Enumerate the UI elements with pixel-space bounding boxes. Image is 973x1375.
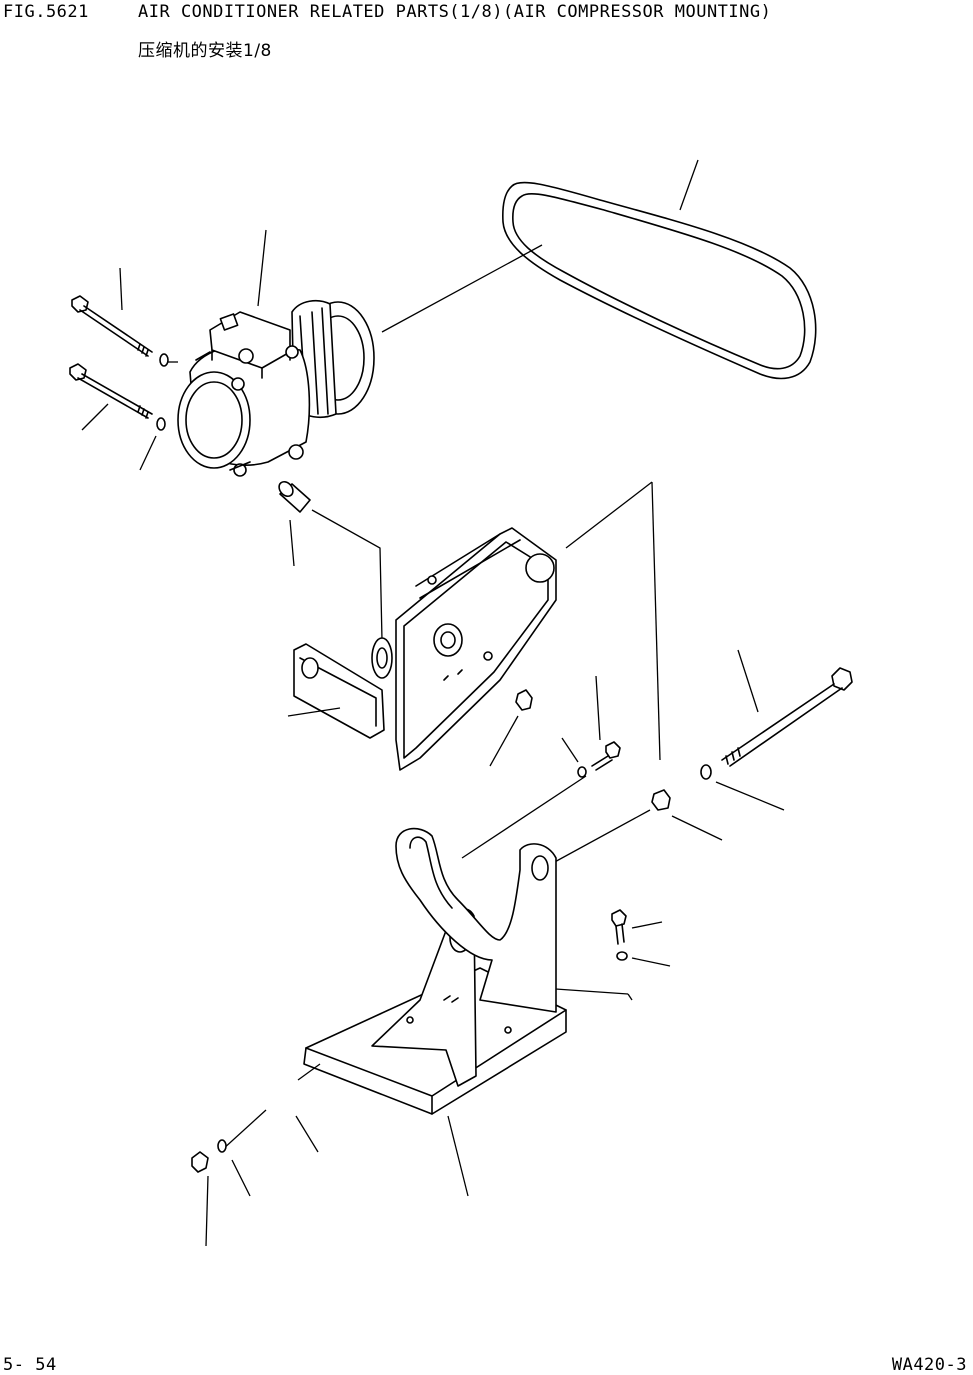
pivot-bolt[interactable]	[701, 650, 852, 810]
figure-subtitle: 压缩机的安装1/8	[138, 41, 272, 61]
compressor-bolt-lower[interactable]	[70, 364, 152, 430]
page-number: 5- 54	[3, 1355, 57, 1375]
mounting-base-bracket[interactable]	[218, 829, 566, 1196]
v-belt[interactable]	[382, 160, 816, 378]
figure-title: AIR CONDITIONER RELATED PARTS(1/8)(AIR C…	[138, 2, 772, 22]
figure-number: FIG.5621	[3, 2, 89, 22]
adjust-plate[interactable]	[462, 776, 650, 870]
compressor-bolt-upper[interactable]	[72, 268, 152, 356]
model-number: WA420-3	[891, 1355, 967, 1375]
spring-washer[interactable]	[140, 354, 178, 470]
air-compressor[interactable]	[178, 230, 374, 476]
compressor-bracket[interactable]	[288, 482, 660, 770]
nut[interactable]	[192, 690, 722, 1246]
spacer-collar[interactable]	[276, 479, 382, 640]
